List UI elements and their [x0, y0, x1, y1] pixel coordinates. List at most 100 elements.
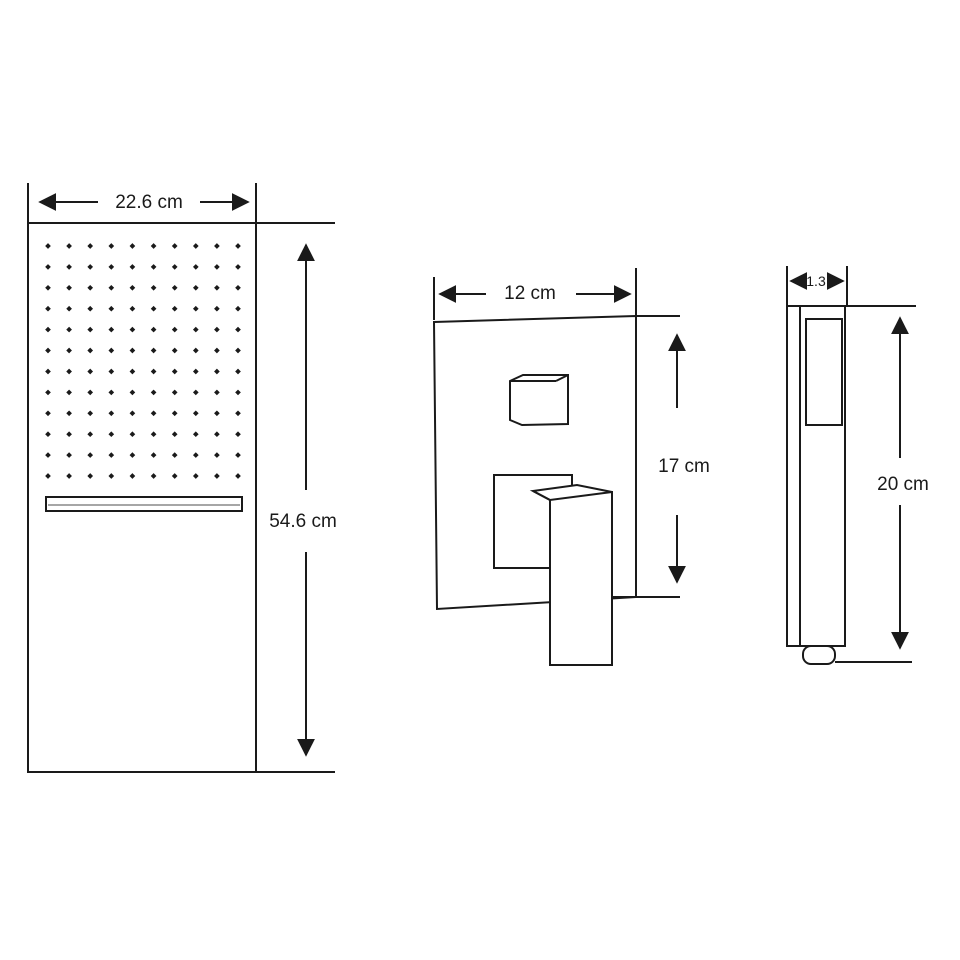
nozzle-dot	[192, 347, 199, 354]
nozzle-dot	[129, 284, 136, 291]
nozzle-dot	[171, 305, 178, 312]
nozzle-dot	[214, 347, 220, 354]
nozzle-dot	[214, 389, 220, 396]
nozzle-dot	[150, 264, 157, 270]
nozzle-dot	[87, 473, 94, 479]
nozzle-grid	[45, 243, 241, 479]
mixer-width-label: 12 cm	[504, 283, 556, 304]
nozzle-dot	[150, 452, 157, 458]
nozzle-dot	[45, 473, 51, 479]
nozzle-dot	[171, 473, 178, 479]
nozzle-dot	[129, 431, 136, 438]
nozzle-dot	[45, 305, 51, 312]
nozzle-dot	[192, 452, 199, 458]
nozzle-dot	[129, 389, 136, 396]
panel-width-label: 22.6 cm	[115, 192, 183, 213]
hand-shower	[786, 305, 846, 665]
nozzle-dot	[66, 243, 72, 249]
nozzle-dot	[45, 431, 51, 438]
nozzle-dot	[45, 326, 51, 333]
lever-handle-side	[532, 490, 551, 501]
nozzle-dot	[171, 452, 178, 458]
nozzle-dot	[129, 410, 136, 417]
nozzle-dot	[171, 264, 178, 270]
nozzle-dot	[235, 264, 241, 270]
nozzle-dot	[129, 347, 136, 354]
nozzle-dot	[87, 284, 94, 291]
nozzle-dot	[192, 368, 199, 375]
mixer-width-dimension: 12 cm	[433, 268, 637, 320]
nozzle-dot	[87, 431, 94, 438]
nozzle-dot	[66, 473, 72, 479]
nozzle-dot	[171, 326, 178, 333]
nozzle-dot	[87, 368, 94, 375]
nozzle-dot	[235, 326, 241, 333]
nozzle-dot	[66, 431, 72, 438]
nozzle-dot	[108, 389, 115, 396]
nozzle-dot	[192, 326, 199, 333]
nozzle-dot	[171, 410, 178, 417]
nozzle-dot	[235, 347, 241, 354]
nozzle-dot	[66, 452, 72, 458]
nozzle-dot	[66, 347, 72, 354]
nozzle-dot	[150, 347, 157, 354]
nozzle-dot	[192, 473, 199, 479]
nozzle-dot	[66, 284, 72, 291]
nozzle-dot	[45, 264, 51, 270]
nozzle-dot	[129, 452, 136, 458]
nozzle-dot	[45, 284, 51, 291]
nozzle-dot	[192, 284, 199, 291]
panel-width-dimension: 22.6 cm	[27, 183, 257, 223]
nozzle-dot	[150, 243, 157, 249]
nozzle-dot	[66, 326, 72, 333]
nozzle-dot	[235, 368, 241, 375]
nozzle-dot	[235, 473, 241, 479]
shower-panel	[27, 222, 257, 773]
nozzle-dot	[214, 305, 220, 312]
nozzle-dot	[192, 389, 199, 396]
nozzle-dot	[129, 326, 136, 333]
mixer-height-dimension: 17 cm	[612, 315, 710, 598]
hand-shower-head	[805, 318, 843, 426]
mixer-height-label: 17 cm	[658, 456, 710, 477]
hand-shower-width-label: 1.3	[806, 273, 826, 289]
nozzle-dot	[171, 243, 178, 249]
nozzle-dot	[235, 431, 241, 438]
nozzle-dot	[150, 326, 157, 333]
nozzle-dot	[66, 410, 72, 417]
nozzle-dot	[108, 431, 115, 438]
nozzle-dot	[45, 410, 51, 417]
nozzle-dot	[66, 389, 72, 396]
nozzle-dot	[45, 243, 51, 249]
nozzle-dot	[214, 431, 220, 438]
hand-shower-height-label: 20 cm	[877, 474, 929, 495]
nozzle-dot	[235, 410, 241, 417]
hand-shower-width-dimension: 1.3	[786, 266, 848, 306]
nozzle-dot	[87, 347, 94, 354]
nozzle-dot	[150, 305, 157, 312]
hand-shower-height-dimension: 20 cm	[835, 305, 929, 663]
nozzle-dot	[150, 410, 157, 417]
nozzle-dot	[235, 305, 241, 312]
diverter-knob	[509, 374, 569, 427]
nozzle-dot	[108, 410, 115, 417]
nozzle-dot	[192, 243, 199, 249]
nozzle-dot	[192, 431, 199, 438]
nozzle-dot	[192, 410, 199, 417]
nozzle-dot	[214, 410, 220, 417]
hose-connector	[802, 645, 836, 665]
nozzle-dot	[235, 243, 241, 249]
nozzle-dot	[192, 264, 199, 270]
nozzle-dot	[171, 284, 178, 291]
nozzle-dot	[108, 347, 115, 354]
shower-panel-body	[27, 222, 257, 773]
nozzle-dot	[108, 452, 115, 458]
panel-height-label: 54.6 cm	[269, 511, 337, 532]
nozzle-dot	[87, 452, 94, 458]
nozzle-dot	[108, 326, 115, 333]
nozzle-dot	[235, 389, 241, 396]
nozzle-dot	[214, 326, 220, 333]
nozzle-dot	[214, 452, 220, 458]
nozzle-dot	[87, 264, 94, 270]
